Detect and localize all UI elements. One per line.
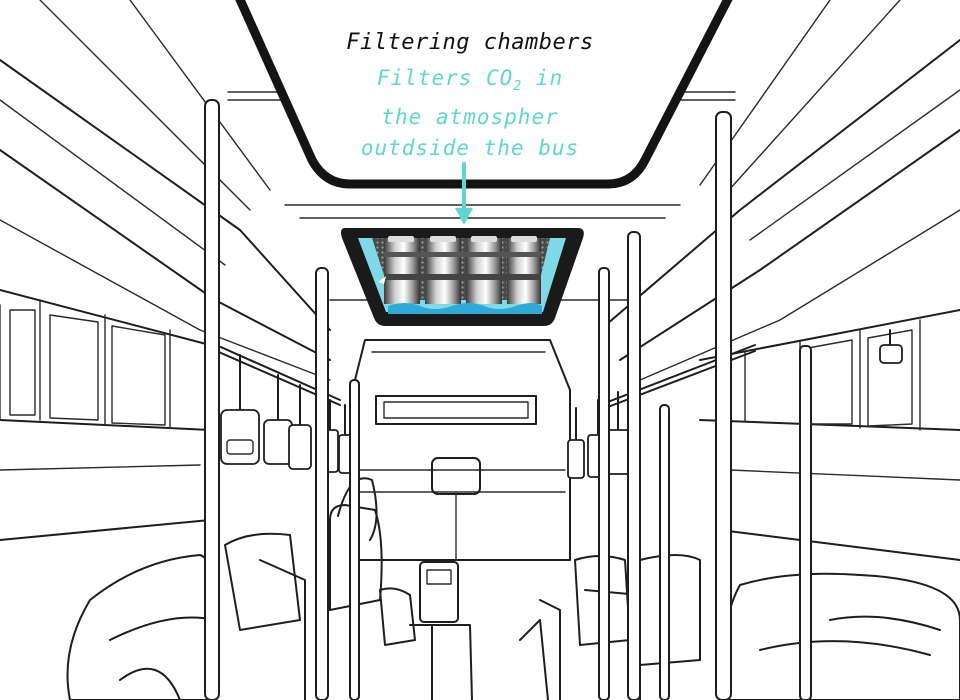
pole xyxy=(716,112,731,700)
strap xyxy=(221,355,259,464)
description-line-2: the atmospher xyxy=(310,102,630,133)
standing-poles xyxy=(205,100,811,700)
strap xyxy=(264,375,292,464)
strap xyxy=(289,385,311,469)
passenger-seats xyxy=(68,534,960,700)
pole xyxy=(660,405,669,700)
pole xyxy=(205,100,219,700)
callout-title: Filtering chambers xyxy=(310,30,630,55)
co2-subscript: 2 xyxy=(513,79,522,94)
pole xyxy=(800,346,811,700)
filtering-chamber xyxy=(341,228,584,326)
description-line-3: outdside the bus xyxy=(310,133,630,164)
pole xyxy=(628,232,640,700)
pole xyxy=(599,268,609,700)
driver-cabin xyxy=(330,340,570,700)
description-line-1: Filters CO2 in xyxy=(310,63,630,102)
callout-description: Filters CO2 in the atmospher outdside th… xyxy=(310,63,630,164)
pole xyxy=(350,380,359,700)
pole xyxy=(316,268,328,700)
